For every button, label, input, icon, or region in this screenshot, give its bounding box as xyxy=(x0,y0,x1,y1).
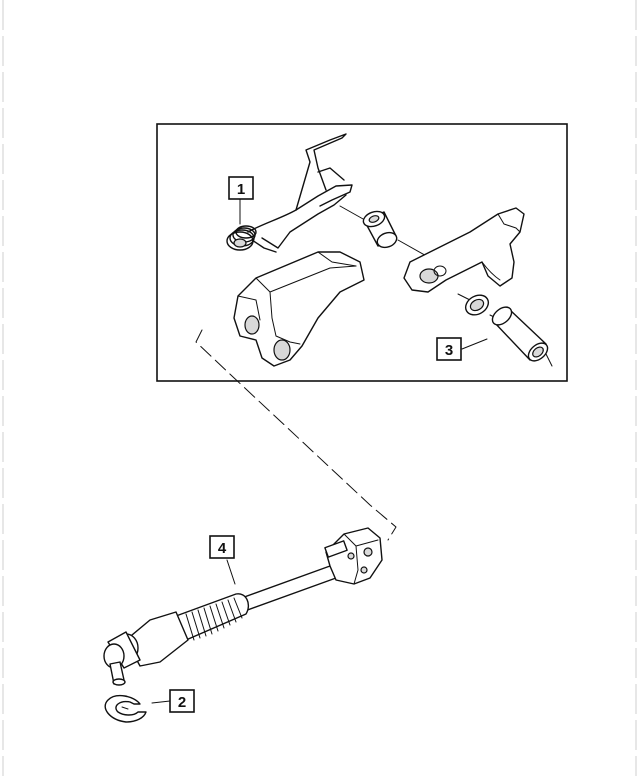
leader-line-4 xyxy=(226,559,236,585)
detail-inset-frame xyxy=(156,123,568,382)
retaining-clip xyxy=(104,694,147,723)
shift-rod-assembly xyxy=(103,527,383,686)
callout-3-label: 3 xyxy=(445,342,453,359)
callout-3: 3 xyxy=(436,337,462,361)
leader-line-2 xyxy=(151,700,171,704)
mounting-bracket xyxy=(233,251,365,367)
sleeve-pin xyxy=(491,306,549,362)
callout-2: 2 xyxy=(169,689,195,713)
callout-4-label: 4 xyxy=(218,540,227,557)
callout-2-label: 2 xyxy=(178,694,186,711)
callout-1: 1 xyxy=(228,176,254,200)
washer xyxy=(464,294,490,316)
leader-line-3 xyxy=(461,338,488,350)
fork-lever xyxy=(403,207,525,293)
bushing xyxy=(362,210,398,249)
callout-1-label: 1 xyxy=(237,181,245,198)
dashed-leader-line xyxy=(195,329,397,541)
axis-centerline xyxy=(339,205,553,367)
callout-4: 4 xyxy=(209,535,235,559)
torsion-spring xyxy=(226,133,353,253)
